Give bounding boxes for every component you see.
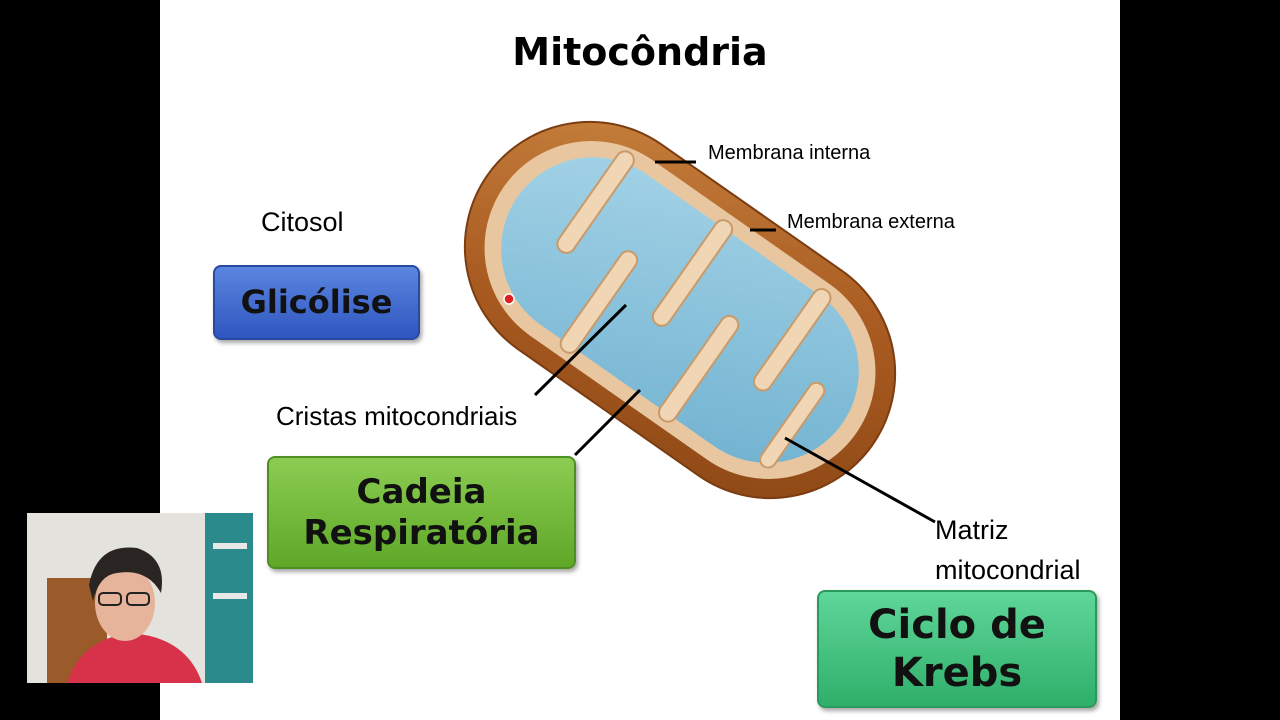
cristas-label: Cristas mitocondriais bbox=[268, 397, 525, 436]
krebs-line1: Ciclo de bbox=[868, 601, 1046, 649]
matriz-label-line2: mitocondrial bbox=[935, 550, 1081, 590]
glicolise-box: Glicólise bbox=[213, 265, 420, 340]
membrana-externa-label: Membrana externa bbox=[787, 211, 955, 234]
presenter-image bbox=[27, 513, 253, 683]
ciclo-de-krebs-box: Ciclo de Krebs bbox=[817, 590, 1097, 708]
cristas-label-text: Cristas mitocondriais bbox=[276, 401, 517, 431]
cadeia-respiratoria-box: Cadeia Respiratória bbox=[267, 456, 576, 569]
presenter-webcam bbox=[27, 513, 253, 683]
presentation-slide: Mitocôndria bbox=[160, 0, 1120, 720]
membrana-interna-label: Membrana interna bbox=[708, 142, 870, 165]
krebs-line2: Krebs bbox=[868, 649, 1046, 697]
citosol-label: Citosol bbox=[261, 207, 344, 238]
cadeia-line1: Cadeia bbox=[303, 472, 539, 513]
matriz-label: Matriz mitocondrial bbox=[935, 510, 1081, 590]
glicolise-text: Glicólise bbox=[241, 283, 393, 321]
matriz-label-line1: Matriz bbox=[935, 510, 1081, 550]
cadeia-line2: Respiratória bbox=[303, 513, 539, 554]
